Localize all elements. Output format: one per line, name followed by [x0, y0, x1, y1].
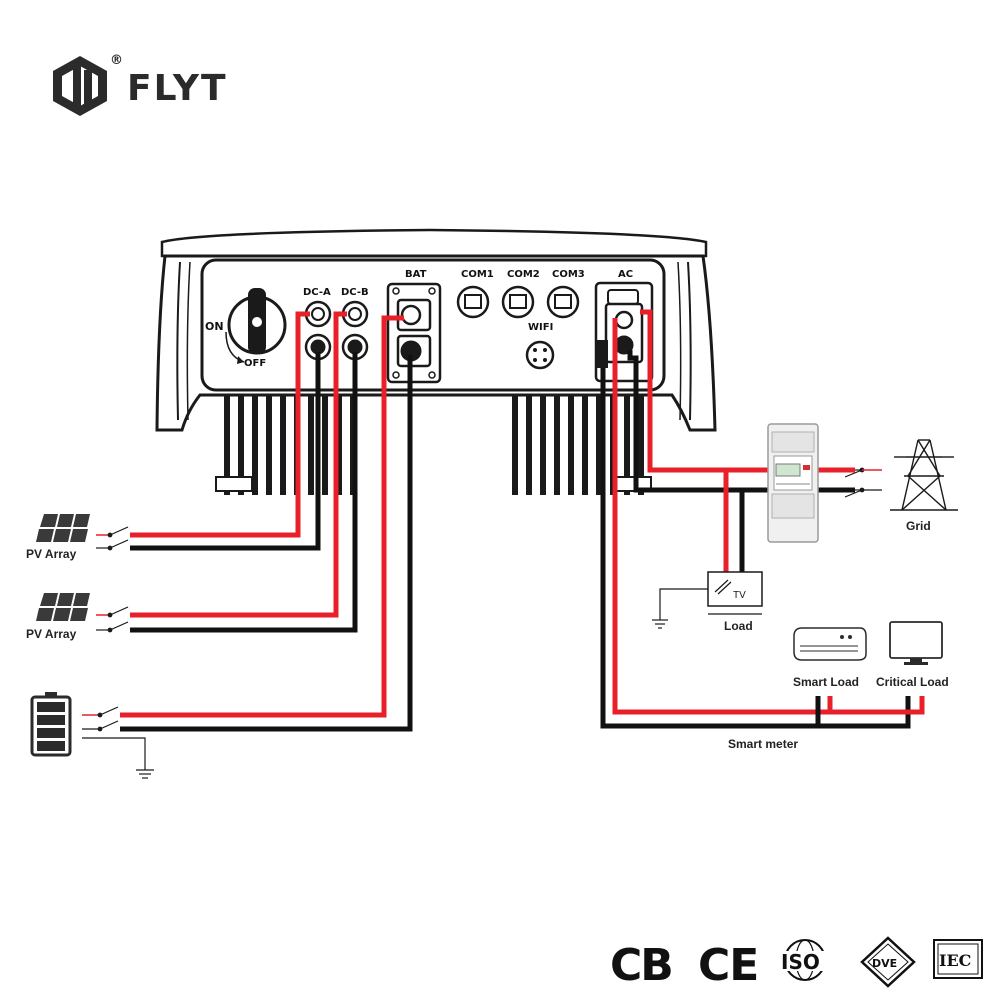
com1-port[interactable]	[456, 285, 490, 319]
wiring	[120, 309, 925, 732]
ac-grid-positive-wire	[640, 309, 855, 473]
port-label-com2: COM2	[507, 269, 540, 280]
battery-positive-wire	[120, 315, 404, 718]
battery-icon	[30, 692, 72, 757]
pv1-negative-wire	[130, 352, 321, 551]
load: TV Load	[652, 571, 763, 633]
iso-mark: ISO	[780, 939, 836, 981]
pv2-breaker-switch-icon	[96, 606, 129, 633]
pv1-breaker-switch-icon	[96, 526, 129, 551]
battery-breaker-switch-icon	[82, 706, 119, 732]
pv1-positive-wire	[130, 311, 310, 538]
smart-power-meter	[767, 423, 819, 543]
iso-mark-text: ISO	[781, 950, 820, 974]
smart-load-label: Smart Load	[793, 675, 859, 689]
com2-port[interactable]	[501, 285, 535, 319]
battery	[30, 692, 154, 779]
mount-foot-left	[215, 476, 253, 492]
critical-load-label: Critical Load	[876, 675, 949, 689]
brand-logo-icon	[53, 56, 107, 116]
vde-mark: DVE	[860, 936, 916, 988]
port-label-wifi: WIFI	[528, 322, 553, 333]
pv-array-2-label: PV Array	[26, 627, 77, 641]
certification-marks: CB CE ISO DVE IEC	[610, 936, 983, 991]
grid-breaker-switch-icon	[844, 467, 882, 498]
port-label-bat: BAT	[405, 269, 427, 280]
port-label-com1: COM1	[461, 269, 494, 280]
switch-on-label: ON	[205, 320, 224, 333]
registered-mark: ®	[110, 53, 123, 68]
cb-mark: CB	[610, 940, 672, 991]
battery-ground-icon	[82, 737, 154, 779]
iec-mark-text: IEC	[939, 951, 971, 970]
vde-mark-text: DVE	[872, 957, 897, 970]
grid-label: Grid	[906, 519, 931, 533]
tv-load-box	[707, 571, 763, 607]
air-conditioner-icon	[793, 627, 867, 661]
wifi-port[interactable]	[525, 340, 555, 370]
tv-label: TV	[733, 590, 746, 601]
iec-mark: IEC	[933, 939, 983, 979]
pv-array-2: PV Array	[26, 593, 129, 641]
port-label-dc-b: DC-B	[341, 287, 369, 298]
pv2-negative-wire	[130, 352, 358, 633]
critical-load: Critical Load	[876, 621, 949, 689]
pv-array-1: PV Array	[26, 514, 129, 561]
switch-off-label: OFF	[244, 358, 266, 369]
smart-meter-label: Smart meter	[728, 737, 798, 751]
ac-backup-positive-wire	[612, 318, 925, 715]
dc-switch[interactable]	[225, 288, 287, 364]
solar-panel-icon	[36, 593, 90, 621]
pv2-positive-wire	[130, 311, 347, 618]
grid: Grid	[844, 439, 958, 533]
port-label-dc-a: DC-A	[303, 287, 331, 298]
brand-name: FLYT	[127, 68, 228, 109]
smart-load: Smart Load	[793, 627, 867, 689]
pv-array-1-label: PV Array	[26, 547, 77, 561]
inverter: ON OFF DC-A DC-B BAT COM1	[155, 228, 717, 495]
port-label-com3: COM3	[552, 269, 585, 280]
monitor-icon	[889, 621, 943, 665]
ce-mark: CE	[698, 940, 758, 991]
port-label-ac: AC	[618, 269, 633, 280]
ac-port[interactable]	[594, 281, 654, 383]
solar-panel-icon	[36, 514, 90, 542]
bat-port[interactable]	[386, 282, 442, 384]
load-label: Load	[724, 619, 753, 633]
transmission-tower-icon	[890, 439, 958, 511]
inverter-top-cap	[160, 228, 708, 258]
com3-port[interactable]	[546, 285, 580, 319]
ac-grid-negative-wire	[627, 350, 855, 493]
battery-negative-wire	[120, 355, 413, 732]
load-ground-icon	[652, 588, 708, 629]
brand-logo: ® FLYT	[53, 53, 228, 116]
